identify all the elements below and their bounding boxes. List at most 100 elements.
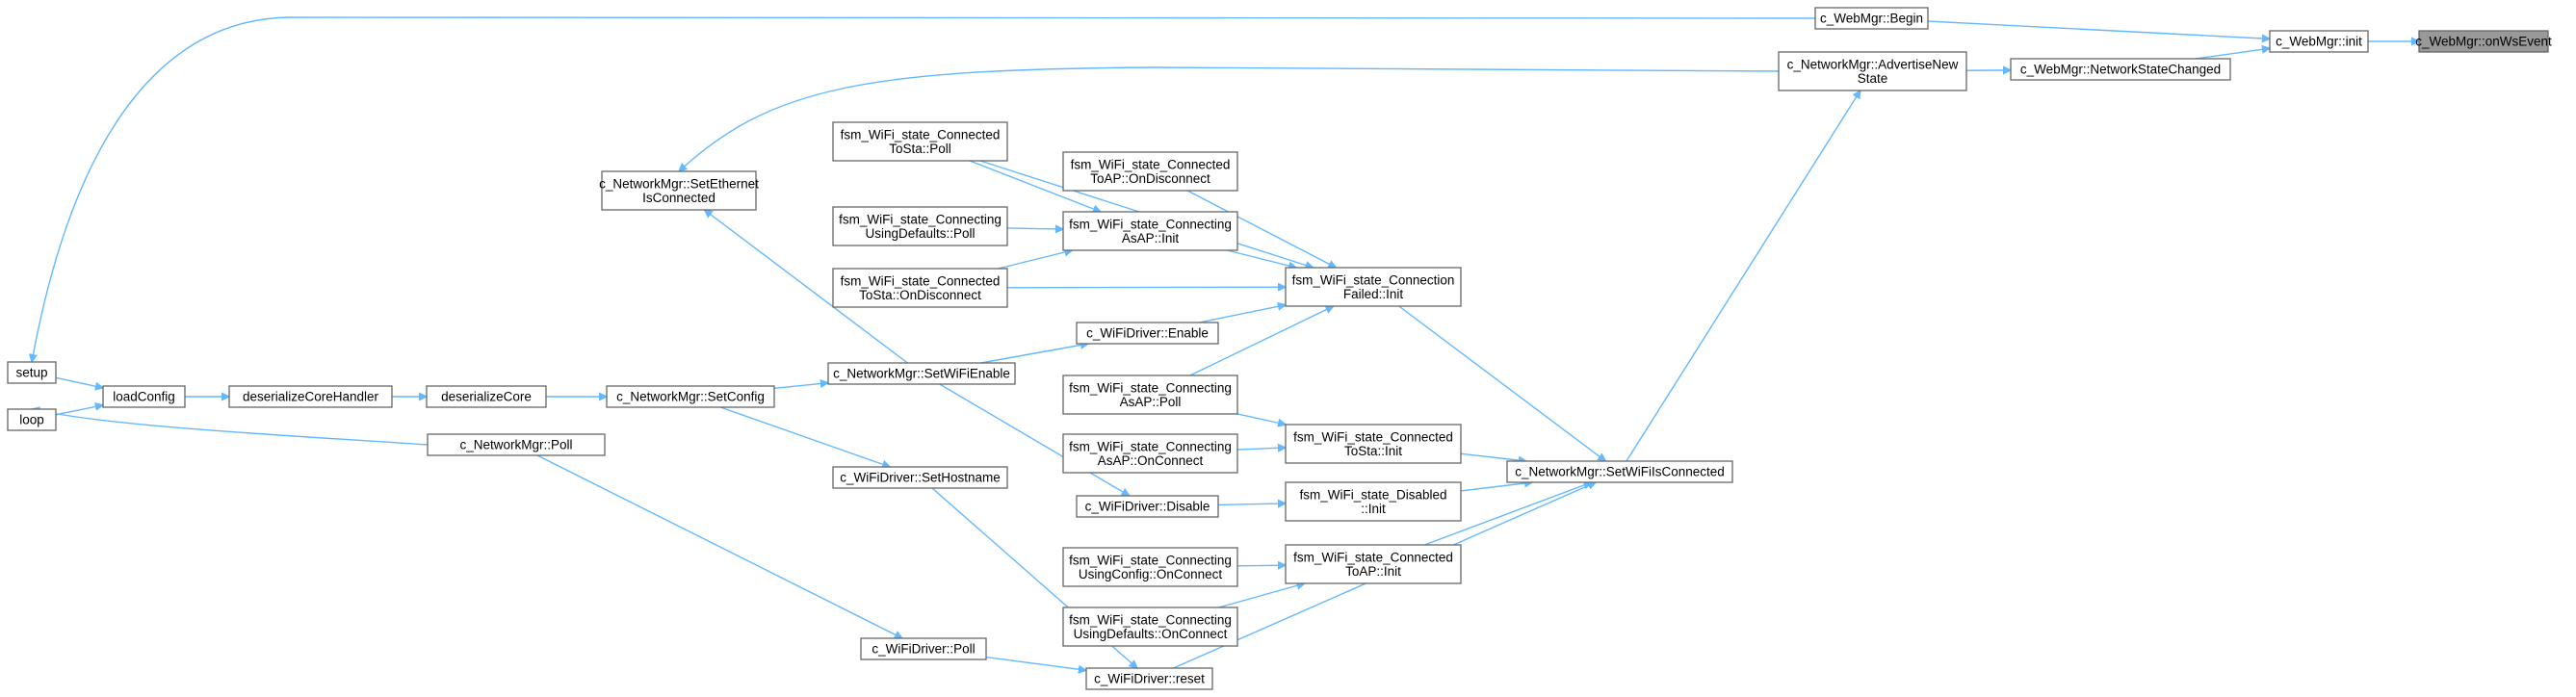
node-setWiFiEnable[interactable]: c_NetworkMgr::SetWiFiEnable (827, 362, 1016, 385)
node-disabledInit[interactable]: fsm_WiFi_state_Disabled::Init (1285, 481, 1462, 522)
node-box (1062, 547, 1238, 587)
node-label: c_NetworkMgr::Poll (459, 438, 572, 452)
node-setHostname[interactable]: c_WiFiDriver::SetHostname (832, 466, 1008, 489)
node-label: fsm_WiFi_state_Connecting (1069, 217, 1232, 231)
node-box (7, 408, 57, 431)
node-setConfig[interactable]: c_NetworkMgr::SetConfig (606, 385, 775, 408)
edge-init-to-begin (1927, 20, 2270, 39)
node-box (606, 385, 775, 408)
edge-networkMgrPoll-to-loop (32, 409, 429, 446)
node-loadConfig[interactable]: loadConfig (102, 385, 186, 408)
edge-connectedToStaInit-to-connectingAsAPPoll (1236, 413, 1286, 425)
node-networkMgrPoll[interactable]: c_NetworkMgr::Poll (427, 433, 606, 456)
node-label: c_NetworkMgr::AdvertiseNew (1787, 57, 1959, 71)
edge-disabledInit-to-wifiDriverDisable (1217, 503, 1286, 504)
node-loop[interactable]: loop (7, 408, 57, 431)
edge-wifiDriverPoll-to-networkMgrPoll (536, 454, 902, 638)
node-wifiDriverPoll[interactable]: c_WiFiDriver::Poll (860, 637, 987, 660)
node-label: fsm_WiFi_state_Connecting (1069, 380, 1232, 395)
node-label: fsm_WiFi_state_Connection (1292, 272, 1455, 287)
node-init[interactable]: c_WebMgr::init (2269, 30, 2369, 53)
node-label: fsm_WiFi_state_Connected (1293, 550, 1453, 564)
node-wifiDriverReset[interactable]: c_WiFiDriver::reset (1085, 667, 1213, 690)
edge-wifiDriverReset-to-wifiDriverPoll (985, 656, 1086, 671)
node-connectingUsingConfigOnConnect[interactable]: fsm_WiFi_state_ConnectingUsingConfig::On… (1062, 547, 1238, 587)
node-label: c_WiFiDriver::SetHostname (840, 471, 1001, 485)
node-label: loadConfig (113, 390, 175, 404)
node-setup[interactable]: setup (7, 361, 57, 384)
node-label: UsingDefaults::Poll (865, 226, 975, 241)
node-onWsEvent[interactable]: c_WebMgr::onWsEvent (2415, 30, 2552, 53)
node-box (7, 361, 57, 384)
node-label: c_WiFiDriver::Disable (1085, 500, 1210, 514)
node-box (832, 121, 1008, 162)
node-setWiFiIsConnected[interactable]: c_NetworkMgr::SetWiFiIsConnected (1506, 460, 1733, 483)
node-label: fsm_WiFi_state_Connected (1071, 157, 1231, 171)
node-box (1062, 607, 1238, 647)
node-box (1085, 667, 1213, 690)
edge-setWiFiIsConnected-to-disabledInit (1460, 482, 1532, 492)
node-wifiDriverEnable[interactable]: c_WiFiDriver::Enable (1076, 322, 1219, 345)
edge-setWiFiEnable-to-setConfig (773, 383, 828, 389)
edge-connectingAsAPInit-to-connectedToStaPoll (969, 160, 1101, 212)
node-label: AsAP::OnConnect (1098, 453, 1204, 468)
node-label: fsm_WiFi_state_Connecting (1069, 439, 1232, 453)
node-label: fsm_WiFi_state_Connected (1293, 429, 1453, 444)
node-deserializeCoreHandler[interactable]: deserializeCoreHandler (228, 385, 393, 408)
node-connectingUsingDefaultsPoll[interactable]: fsm_WiFi_state_ConnectingUsingDefaults::… (832, 206, 1008, 246)
node-label: fsm_WiFi_state_Connecting (839, 212, 1002, 226)
node-connectedToStaOnDisconnect[interactable]: fsm_WiFi_state_ConnectedToSta::OnDisconn… (832, 268, 1008, 308)
node-label: c_WiFiDriver::Poll (872, 642, 975, 657)
node-label: c_WiFiDriver::reset (1094, 672, 1205, 686)
node-label: ToSta::Init (1344, 444, 1402, 458)
node-networkStateChanged[interactable]: c_WebMgr::NetworkStateChanged (2010, 58, 2231, 81)
node-label: ToSta::OnDisconnect (859, 288, 981, 302)
node-box (102, 385, 186, 408)
edge-connectionFailedInit-to-wifiDriverEnable (1199, 305, 1286, 323)
node-box (1076, 322, 1219, 345)
node-label: fsm_WiFi_state_Connected (841, 127, 1001, 142)
node-label: ToAP::OnDisconnect (1090, 171, 1210, 186)
node-label: c_WebMgr::NetworkStateChanged (2020, 63, 2221, 77)
node-box (228, 385, 393, 408)
node-label: ToSta::Poll (889, 142, 951, 156)
edge-setWiFiIsConnected-to-connectionFailedInit (1398, 305, 1606, 461)
edge-connectionFailedInit-to-connectedToAPOnDisconnect (1186, 190, 1336, 268)
node-wifiDriverDisable[interactable]: c_WiFiDriver::Disable (1076, 495, 1219, 518)
node-label: fsm_WiFi_state_Disabled (1299, 487, 1446, 502)
node-box (827, 362, 1016, 385)
edge-init-to-networkStateChanged (2196, 48, 2270, 60)
node-deserializeCore[interactable]: deserializeCore (426, 385, 547, 408)
edge-connectedToAPInit-to-connectingUsingConfigOnConnect (1236, 565, 1286, 566)
edge-begin-to-setup (32, 16, 1816, 362)
node-begin[interactable]: c_WebMgr::Begin (1814, 7, 1929, 30)
node-box (1285, 424, 1462, 464)
edge-wifiDriverEnable-to-setWiFiEnable (980, 344, 1088, 364)
node-connectedToAPOnDisconnect[interactable]: fsm_WiFi_state_ConnectedToAP::OnDisconne… (1062, 151, 1238, 192)
node-box (427, 433, 606, 456)
edge-connectingAsAPInit-to-connectedToStaOnDisconnect (998, 250, 1073, 270)
edge-loadConfig-to-loop (55, 405, 103, 416)
node-label: UsingDefaults::OnConnect (1074, 627, 1228, 641)
node-label: c_WebMgr::init (2276, 35, 2362, 49)
node-box (1285, 544, 1462, 584)
node-label: ::Init (1361, 502, 1386, 516)
node-box (1285, 481, 1462, 522)
node-label: c_NetworkMgr::SetConfig (616, 390, 765, 404)
node-box (426, 385, 547, 408)
function-nodes: c_WebMgr::onWsEventc_WebMgr::initc_WebMg… (7, 7, 2552, 690)
node-label: AsAP::Init (1122, 231, 1180, 245)
node-box (2010, 58, 2231, 81)
node-label: fsm_WiFi_state_Connecting (1069, 612, 1232, 627)
node-connectingUsingDefaultsOnConnect[interactable]: fsm_WiFi_state_ConnectingUsingDefaults::… (1062, 607, 1238, 647)
node-box (1062, 374, 1238, 415)
